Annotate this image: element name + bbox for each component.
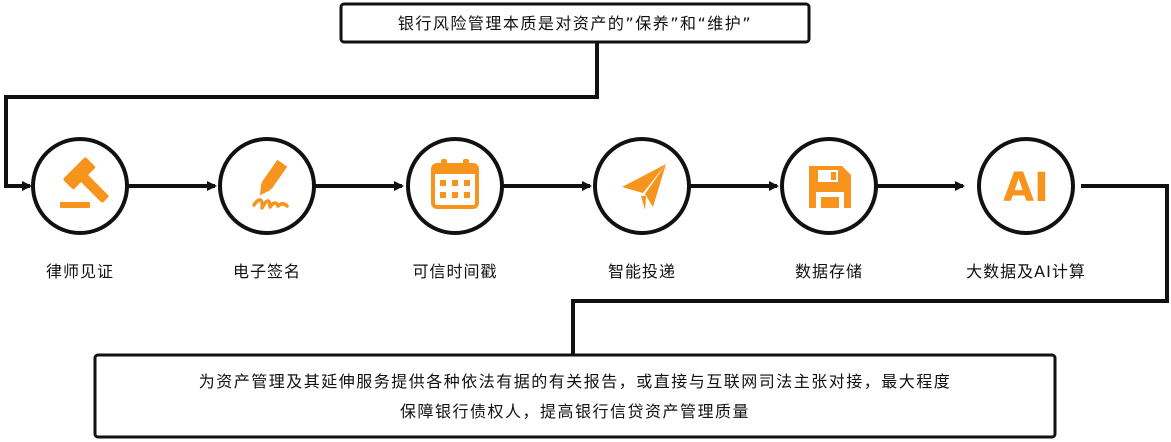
step-6: AI 大数据及AI计算 xyxy=(966,137,1086,281)
step-4-label: 智能投递 xyxy=(608,262,676,281)
step-6-label: 大数据及AI计算 xyxy=(966,262,1086,281)
footer-box: 为资产管理及其延伸服务提供各种依法有据的有关报告，或直接与互联网司法主张对接，最… xyxy=(93,353,1057,439)
step-1-circle xyxy=(31,137,129,235)
step-5-label: 数据存储 xyxy=(795,262,863,281)
calendar-icon xyxy=(431,159,479,209)
header-box: 银行风险管理本质是对资产的”保养”和“维护” xyxy=(339,2,811,44)
step-5: 数据存储 xyxy=(780,137,878,281)
gavel-icon xyxy=(60,157,109,208)
step-3-label: 可信时间戳 xyxy=(412,262,497,281)
step-4: 智能投递 xyxy=(593,137,691,281)
paper-plane-icon xyxy=(622,164,666,210)
pen-signature-icon xyxy=(252,156,290,210)
footer-box-line-1: 为资产管理及其延伸服务提供各种依法有据的有关报告，或直接与互联网司法主张对接，最… xyxy=(199,372,952,391)
connector-header-to-first-step xyxy=(4,42,599,191)
step-6-circle xyxy=(977,137,1075,235)
connector-last-step-to-footer xyxy=(571,184,1169,354)
footer-box-line-2: 保障银行债权人，提高银行信贷资产管理质量 xyxy=(400,402,750,421)
step-3: 可信时间戳 xyxy=(406,137,504,281)
header-box-text: 银行风险管理本质是对资产的”保养”和“维护” xyxy=(398,14,752,33)
step-2: 电子签名 xyxy=(218,137,316,281)
floppy-disk-icon xyxy=(809,166,851,208)
step-1: 律师见证 xyxy=(31,137,129,281)
step-1-label: 律师见证 xyxy=(46,262,114,281)
step-2-label: 电子签名 xyxy=(233,262,301,281)
ai-icon: AI xyxy=(1003,165,1049,211)
